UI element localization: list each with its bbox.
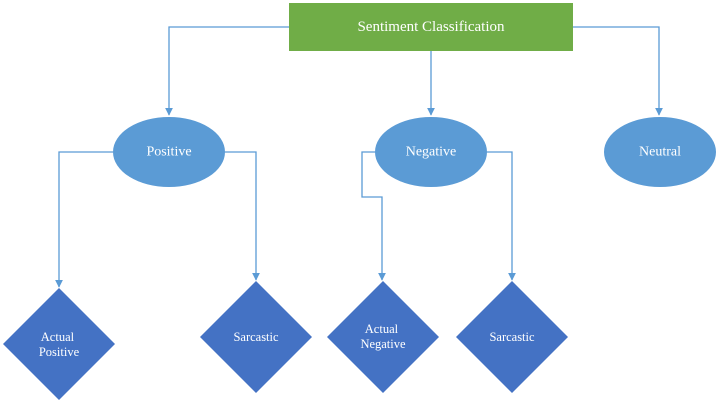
connector-negative-to-actual-negative: [361, 151, 386, 281]
positive-label: Positive: [146, 145, 191, 160]
positive-sarcastic-diamond: [200, 281, 312, 393]
negative-sarcastic-diamond: [456, 281, 568, 393]
actual-negative-line-1: Actual: [365, 322, 399, 336]
connector-positive-to-actual-positive: [55, 151, 113, 288]
actual-negative-diamond: [327, 281, 439, 393]
actual-positive-line-1: Actual: [41, 330, 75, 344]
actual-positive-diamond: [3, 288, 115, 400]
negative-label: Negative: [406, 145, 457, 160]
connector-positive-to-sarcastic: [225, 151, 260, 281]
leaf-actual-negative: Actual Negative: [327, 281, 439, 393]
actual-negative-label: Actual Negative: [360, 322, 406, 351]
actual-positive-line-2: Positive: [39, 345, 80, 359]
root-box: [289, 3, 573, 51]
actual-negative-line-2: Negative: [360, 337, 406, 351]
leaf-positive-sarcastic: Sarcastic: [200, 281, 312, 393]
root-node: Sentiment Classification: [289, 3, 573, 51]
leaf-negative-sarcastic: Sarcastic: [456, 281, 568, 393]
connector-root-to-positive: [165, 26, 289, 116]
category-positive: Positive: [113, 117, 225, 187]
negative-ellipse: [375, 117, 487, 187]
category-neutral: Neutral: [604, 117, 716, 187]
category-negative: Negative: [375, 117, 487, 187]
actual-positive-label: Actual Positive: [39, 330, 80, 359]
leaf-actual-positive: Actual Positive: [3, 288, 115, 400]
connector-negative-to-sarcastic: [487, 151, 516, 281]
neutral-label: Neutral: [639, 145, 681, 160]
connector-root-to-neutral: [573, 26, 663, 116]
root-label: Sentiment Classification: [357, 19, 505, 35]
negative-sarcastic-label: Sarcastic: [489, 330, 535, 344]
neutral-ellipse: [604, 117, 716, 187]
positive-sarcastic-label: Sarcastic: [233, 330, 279, 344]
positive-ellipse: [113, 117, 225, 187]
connectors: [55, 26, 663, 288]
